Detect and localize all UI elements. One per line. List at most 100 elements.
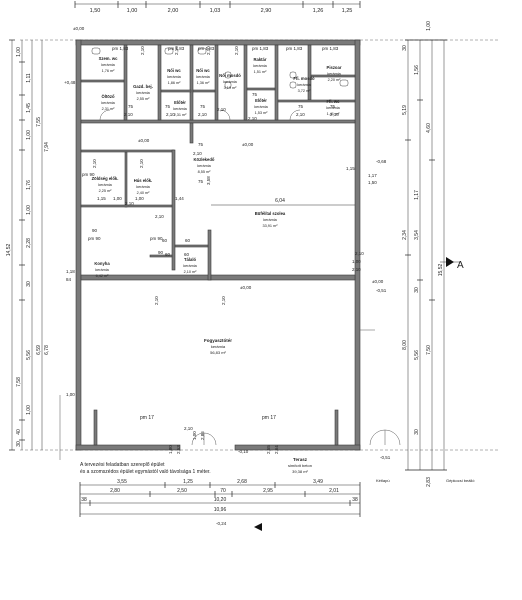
svg-text:Előtér: Előtér <box>255 98 267 103</box>
left-total: 6,59 <box>36 345 42 355</box>
room-label-szem-wc: Szem. wc kerámia 1,76 m² <box>99 56 119 73</box>
svg-text:Fogyasztótér: Fogyasztótér <box>204 338 232 343</box>
left-dim: 30 <box>16 441 22 447</box>
svg-text:±0,00: ±0,00 <box>73 26 85 31</box>
svg-text:1,51 m²: 1,51 m² <box>254 70 268 74</box>
svg-text:1,00: 1,00 <box>135 196 144 201</box>
sanitary-fixtures <box>91 47 349 89</box>
door-swings <box>99 109 401 446</box>
svg-text:2,10: 2,10 <box>355 251 364 256</box>
svg-text:6,42 m²: 6,42 m² <box>96 274 110 278</box>
svg-text:1,17: 1,17 <box>368 173 377 178</box>
top-dim: 2,00 <box>168 8 179 14</box>
right-dim: 30 <box>402 45 408 51</box>
svg-text:Kétlapú: Kétlapú <box>376 478 390 483</box>
svg-text:60: 60 <box>162 238 168 243</box>
room-label-ffi-wc: Ffi. wc kerámia 1,41 m² <box>326 99 340 116</box>
top-dim: 1,26 <box>313 8 324 14</box>
section-marker-label: A <box>457 260 464 271</box>
top-dim: 1,50 <box>90 8 101 14</box>
svg-text:1,15: 1,15 <box>97 196 106 201</box>
bottom-dim: 2,01 <box>329 488 339 494</box>
svg-text:2,10 m²: 2,10 m² <box>184 270 198 274</box>
inner-dimensions: 6,04 1,44 1,15 1,00 1,00 3,58 1,18 84 1,… <box>66 166 377 397</box>
left-dim: 40 <box>16 429 22 435</box>
svg-text:75: 75 <box>198 179 204 184</box>
svg-text:1,00: 1,00 <box>192 431 197 440</box>
svg-text:2,10: 2,10 <box>139 159 144 168</box>
svg-text:2,10: 2,10 <box>352 267 361 272</box>
svg-text:1,15: 1,15 <box>346 166 355 171</box>
svg-text:Büfé/ítal szolea: Büfé/ítal szolea <box>255 211 286 216</box>
svg-text:2,10: 2,10 <box>184 426 193 431</box>
outer-labels: Kétlapú Gépkocsi beálló <box>376 478 475 483</box>
svg-text:56,83 m²: 56,83 m² <box>210 350 226 355</box>
svg-text:kerámia: kerámia <box>254 105 268 109</box>
svg-text:kerámia: kerámia <box>253 64 267 68</box>
right-dim: 5,19 <box>402 105 408 115</box>
svg-text:2,10: 2,10 <box>166 112 175 117</box>
svg-text:Zöldség elők.: Zöldség elők. <box>92 176 119 181</box>
svg-text:kerámia: kerámia <box>167 75 181 79</box>
svg-text:-0,10: -0,10 <box>238 449 249 454</box>
svg-text:1,18: 1,18 <box>66 269 75 274</box>
room-label-noi-mosdo: Női mosdó kerámia 3,19 m² <box>219 73 241 90</box>
bottom-arrow <box>254 523 262 531</box>
top-dim: 1,03 <box>210 8 221 14</box>
svg-text:2,20 m²: 2,20 m² <box>328 78 342 82</box>
right-dim: 1,00 <box>426 21 432 31</box>
svg-text:2,10: 2,10 <box>296 112 305 117</box>
room-label-eloter-1: Előtér kerámia 2,31 m² <box>173 100 187 117</box>
room-label-kozlekedo: Közlekedő kerámia 8,55 m² <box>194 157 215 174</box>
svg-text:kerámia: kerámia <box>197 164 211 168</box>
svg-text:pm 90: pm 90 <box>88 236 101 241</box>
room-label-noi-wc-2: Női wc kerámia 1,36 m² <box>196 68 210 85</box>
left-total: 7,58 <box>16 377 22 387</box>
bottom-dimension-chains: 3,55 1,25 2,68 3,49 2,80 2,50 70 2,95 2,… <box>79 479 361 517</box>
bottom-dim: 2,50 <box>177 488 187 494</box>
building-walls <box>75 39 361 451</box>
svg-text:1,86 m²: 1,86 m² <box>168 81 182 85</box>
room-label-talalo: Tálaló kerámia 2,10 m² <box>183 257 197 274</box>
room-label-zoldseg: Zöldség elők. kerámia 2,25 m² <box>92 176 119 193</box>
svg-text:kerámia: kerámia <box>95 268 109 272</box>
distance-note: A tervezési feladatban szereplő épület é… <box>59 395 211 475</box>
svg-text:kerámia: kerámia <box>136 185 150 189</box>
svg-text:kerámia: kerámia <box>223 80 237 84</box>
svg-text:kerámia: kerámia <box>327 72 341 76</box>
right-dim: 30 <box>414 287 420 293</box>
svg-text:1,00: 1,00 <box>352 259 361 264</box>
svg-text:2,31 m²: 2,31 m² <box>102 107 116 111</box>
bottom-dim: 2,68 <box>237 479 247 485</box>
svg-text:2,10: 2,10 <box>206 46 211 55</box>
svg-text:Szem. wc: Szem. wc <box>99 56 119 61</box>
svg-text:pm 17: pm 17 <box>262 415 276 421</box>
svg-text:2,25 m²: 2,25 m² <box>99 189 113 193</box>
svg-text:-0,24: -0,24 <box>216 521 227 526</box>
svg-text:1,36 m²: 1,36 m² <box>197 81 211 85</box>
right-dim: 8,00 <box>402 340 408 350</box>
left-dim: 1,00 <box>26 205 32 215</box>
right-dim: 5,56 <box>414 350 420 360</box>
svg-text:±0,00: ±0,00 <box>372 279 384 284</box>
svg-text:±0,00: ±0,00 <box>242 142 254 147</box>
right-dim: 1,56 <box>414 65 420 75</box>
svg-text:3,58: 3,58 <box>206 176 211 185</box>
svg-text:Piszoar: Piszoar <box>327 65 342 70</box>
svg-text:2,10: 2,10 <box>217 107 226 112</box>
svg-text:90: 90 <box>158 250 164 255</box>
svg-text:2,31 m²: 2,31 m² <box>174 113 188 117</box>
room-label-fogyaszto: Fogyasztótér kerámia 56,83 m² <box>204 338 232 355</box>
svg-text:1,50: 1,50 <box>368 180 377 185</box>
room-label-raktar: Raktár kerámia 1,51 m² <box>253 57 267 74</box>
room-label-noi-wc-1: Női wc kerámia 1,86 m² <box>167 68 181 85</box>
svg-text:és a szomszédos épület egymást: és a szomszédos épület egymástól való tá… <box>80 469 211 475</box>
svg-text:75: 75 <box>298 104 304 109</box>
svg-text:Raktár: Raktár <box>253 57 266 62</box>
svg-text:2,10: 2,10 <box>198 112 207 117</box>
right-dim: 2,34 <box>402 230 408 240</box>
svg-text:2,10: 2,10 <box>221 296 226 305</box>
svg-text:75: 75 <box>128 104 134 109</box>
room-label-oltozo: Öltöző kerámia 2,31 m² <box>101 94 115 111</box>
svg-text:pm 90: pm 90 <box>150 236 163 241</box>
